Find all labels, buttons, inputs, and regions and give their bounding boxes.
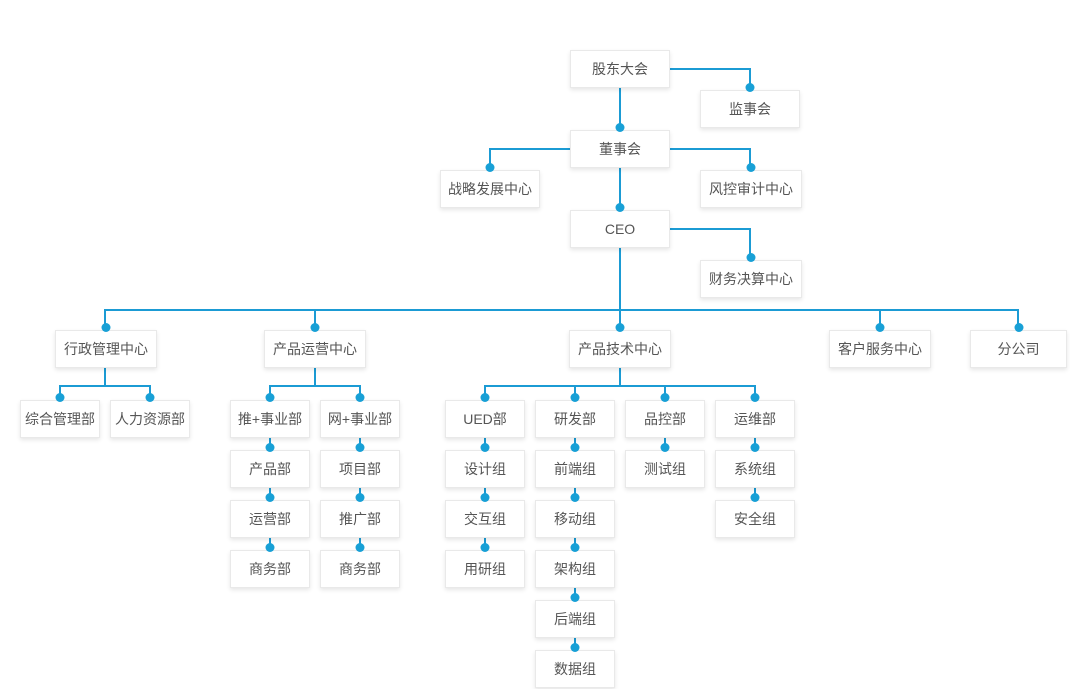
connector-line (104, 309, 106, 328)
connector-line (619, 309, 621, 328)
org-node-branch-company: 分公司 (970, 330, 1067, 368)
org-node-operation-dept: 运营部 (230, 500, 310, 538)
connector-line (359, 385, 361, 398)
connector-line (619, 168, 621, 208)
connector-line (749, 228, 751, 258)
org-node-product-dept: 产品部 (230, 450, 310, 488)
org-node-testing-group: 测试组 (625, 450, 705, 488)
connector-line (59, 385, 61, 398)
org-node-wang-business-unit: 网+事业部 (320, 400, 400, 438)
org-node-strategy-center: 战略发展中心 (440, 170, 540, 208)
connector-line (749, 148, 751, 168)
connector-line (490, 148, 570, 150)
org-node-business-dept-wang: 商务部 (320, 550, 400, 588)
connector-line (314, 309, 316, 328)
connector-line (104, 368, 106, 387)
connector-line (619, 368, 621, 387)
connector-line (754, 385, 756, 398)
org-node-system-group: 系统组 (715, 450, 795, 488)
org-node-ceo: CEO (570, 210, 670, 248)
connector-line (269, 385, 271, 398)
connector-line (489, 148, 491, 168)
org-node-promotion-dept: 推广部 (320, 500, 400, 538)
org-node-quality-control-dept: 品控部 (625, 400, 705, 438)
org-node-shareholders: 股东大会 (570, 50, 670, 88)
org-node-operations-maintenance-dept: 运维部 (715, 400, 795, 438)
org-node-data-group: 数据组 (535, 650, 615, 688)
org-node-ued-dept: UED部 (445, 400, 525, 438)
org-node-product-technology-center: 产品技术中心 (569, 330, 671, 368)
org-node-finance-center: 财务决算中心 (700, 260, 802, 298)
org-node-admin-center: 行政管理中心 (55, 330, 157, 368)
org-node-design-group: 设计组 (445, 450, 525, 488)
connector-line (749, 68, 751, 88)
connector-line (879, 309, 881, 328)
connector-line (314, 368, 316, 387)
org-node-supervisory-board: 监事会 (700, 90, 800, 128)
org-node-customer-service-center: 客户服务中心 (829, 330, 931, 368)
org-node-rnd-dept: 研发部 (535, 400, 615, 438)
connector-line (574, 385, 576, 398)
org-node-security-group: 安全组 (715, 500, 795, 538)
org-node-interaction-group: 交互组 (445, 500, 525, 538)
org-node-risk-audit-center: 风控审计中心 (700, 170, 802, 208)
org-node-mobile-group: 移动组 (535, 500, 615, 538)
org-node-user-research-group: 用研组 (445, 550, 525, 588)
org-node-project-dept: 项目部 (320, 450, 400, 488)
connector-line (105, 309, 1019, 311)
org-node-product-operations-center: 产品运营中心 (264, 330, 366, 368)
connector-line (619, 248, 621, 311)
org-node-tui-business-unit: 推+事业部 (230, 400, 310, 438)
org-node-board-of-directors: 董事会 (570, 130, 670, 168)
org-node-architecture-group: 架构组 (535, 550, 615, 588)
org-node-general-management-dept: 综合管理部 (20, 400, 100, 438)
connector-line (670, 228, 751, 230)
connector-line (664, 385, 666, 398)
connector-line (670, 148, 751, 150)
org-node-backend-group: 后端组 (535, 600, 615, 638)
connector-line (1017, 309, 1019, 328)
org-node-business-dept-tui: 商务部 (230, 550, 310, 588)
connector-line (619, 88, 621, 128)
org-node-human-resources-dept: 人力资源部 (110, 400, 190, 438)
connector-line (484, 385, 486, 398)
org-node-frontend-group: 前端组 (535, 450, 615, 488)
connector-line (670, 68, 751, 70)
connector-line (149, 385, 151, 398)
